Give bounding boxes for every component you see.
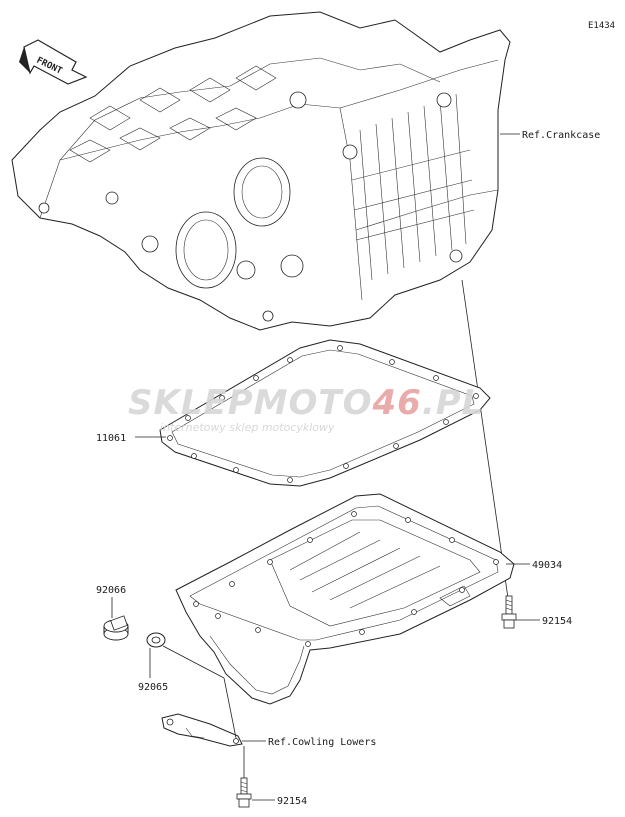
ref-crankcase-label: Ref.Crankcase — [522, 130, 600, 141]
bolt-right-part-number: 92154 — [542, 616, 572, 627]
svg-text:SKLEPMOTO46.PL: SKLEPMOTO46.PL — [128, 383, 484, 423]
bolt-right — [501, 595, 517, 629]
bolt-bottom — [236, 777, 252, 808]
drain-plug — [103, 615, 129, 641]
watermark-brand-a: SKLEP — [128, 383, 254, 423]
watermark: SKLEPMOTO46.PL internetowy sklep motocyk… — [128, 383, 484, 434]
crankcase-illustration — [11, 11, 511, 331]
bolt-bottom-part-number: 92154 — [277, 796, 307, 807]
oil-pan-illustration — [175, 493, 515, 705]
diagram-code: E1434 — [588, 21, 615, 31]
oil-pan-gasket — [159, 339, 491, 487]
ref-cowling-label: Ref.Cowling Lowers — [268, 737, 376, 748]
plug-part-number: 92066 — [96, 585, 126, 596]
washer — [146, 632, 166, 648]
washer-part-number: 92065 — [138, 682, 168, 693]
watermark-tagline: internetowy sklep motocyklowy — [160, 421, 335, 434]
watermark-brand-c: 46 — [372, 383, 422, 423]
gasket-part-number: 11061 — [96, 433, 126, 444]
watermark-brand-b: MOTO — [254, 383, 373, 423]
cowling-bracket — [161, 713, 243, 747]
oil-pan-part-number: 49034 — [532, 560, 562, 571]
watermark-brand-d: .PL — [422, 383, 485, 423]
front-arrow-icon: FRONT — [19, 39, 88, 85]
